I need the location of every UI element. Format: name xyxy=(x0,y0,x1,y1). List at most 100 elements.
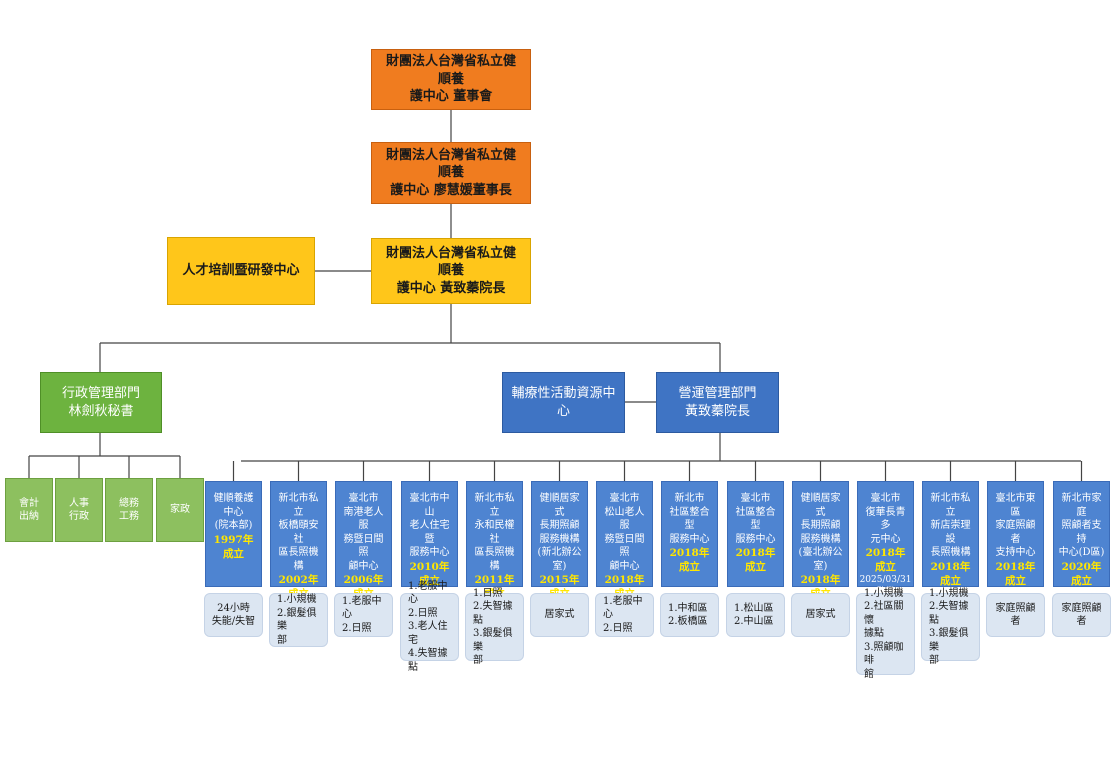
ops-unit-name-line: 板橋頤安社 xyxy=(278,520,319,545)
ops-unit-services-8: 1.中和區 2.板橋區 xyxy=(660,593,719,637)
ops-unit-name-line: 服務中心 xyxy=(409,547,450,558)
chair-line2: 護中心 廖慧媛董事長 xyxy=(390,182,512,198)
ops-unit-name-line: 南港老人服 xyxy=(343,506,384,532)
ops-unit-name-line: 區長照機構 xyxy=(278,547,319,572)
ops-unit-service-line: 1.日照 xyxy=(473,587,503,599)
ops-unit-service-line: 2.失智據點 xyxy=(473,601,513,626)
ops-unit-name-line: 新北市家庭 xyxy=(1061,493,1102,518)
ops-unit-name-line: 顧中心 xyxy=(348,560,379,572)
chair-line1: 財團法人台灣省私立健順養 xyxy=(385,147,516,181)
ops-unit-3: 臺北市南港老人服務暨日間照顧中心2006年成立 xyxy=(335,481,392,600)
ops-unit-name-line: 務暨日間照 xyxy=(343,533,384,559)
ops-unit-name-line: 支持中心 xyxy=(995,547,1036,558)
ops-unit-service-line: 24小時 xyxy=(217,602,250,614)
ops-unit-service-line: 1.小規機 xyxy=(929,587,969,599)
ops-unit-5: 新北市私立永和民權社區長照機構2011年成立 xyxy=(466,481,523,600)
ops-unit-service-line: 部 xyxy=(473,655,483,666)
ops-unit-service-line: 3.老人住宅 xyxy=(408,621,448,646)
training-center: 人才培訓暨研發中心 xyxy=(167,237,315,305)
ops-unit-service-line: 1.老服中心 xyxy=(603,595,643,621)
board-line2: 護中心 董事會 xyxy=(409,89,493,105)
ops-unit-name-line: 服務中心 xyxy=(735,533,776,545)
ops-unit-name-line: 長照機構 xyxy=(930,547,971,558)
ops-unit-name-line: 中心 xyxy=(223,506,244,518)
admin-unit-general-affairs: 總務 工務 xyxy=(105,478,153,542)
ops-unit-name-line: 新北市私立 xyxy=(474,493,515,518)
ops-unit-name-line: 新北市私立 xyxy=(930,493,971,518)
ops-unit-service-line: 館 xyxy=(864,668,874,680)
ops-unit-name-line: 臺北市 xyxy=(870,493,901,504)
ops-unit-name-line: 健順居家式 xyxy=(539,493,580,518)
ops-unit-1: 健順養護中心(院本部)1997年成立 xyxy=(205,481,262,587)
ops-unit-service-line: 1.老服中心 xyxy=(342,595,382,621)
director: 財團法人台灣省私立健順養 護中心 黃致蓁院長 xyxy=(371,238,531,304)
ops-unit-service-line: 2.失智據點 xyxy=(929,601,969,626)
ops-unit-name-line: 老人住宅暨 xyxy=(409,520,450,545)
ops-unit-service-line: 2.中山區 xyxy=(734,616,774,627)
ops-unit-service-line: 2.日照 xyxy=(342,622,372,634)
ops-unit-name-line: 永和民權社 xyxy=(474,520,515,545)
ops-unit-service-line: 1.小規機 xyxy=(864,587,904,599)
ops-unit-year: 2020年成立 xyxy=(1061,560,1102,587)
ops-unit-services-9: 1.松山區 2.中山區 xyxy=(726,593,785,637)
ops-unit-4: 臺北市中山老人住宅暨服務中心 2010年成立 xyxy=(401,481,458,587)
rehab-activity-center: 輔療性活動資源中心 xyxy=(502,372,625,433)
ops-unit-service-line: 部 xyxy=(929,655,939,666)
ops-unit-name-line: 社區整合型 xyxy=(669,506,710,532)
ops-unit-name-line: 長期照顧 xyxy=(800,520,841,531)
ops-unit-name-line: 務暨日間照 xyxy=(604,533,645,559)
ops-unit-service-line: 3.銀髮俱樂 xyxy=(929,628,969,653)
ops-unit-services-13: 家庭照顧者 xyxy=(986,593,1045,637)
ops-unit-year: 2018年成立 xyxy=(669,547,710,574)
ops-dept-line2: 黃致蓁院長 xyxy=(684,403,750,419)
ops-unit-name-line: 元中心 xyxy=(870,533,901,545)
ops-unit-name-line: 健順居家式 xyxy=(800,493,841,518)
ops-unit-services-6: 居家式 xyxy=(530,593,589,637)
ops-unit-service-line: 4.失智據點 xyxy=(408,648,448,673)
admin-dept-line2: 林劍秋秘書 xyxy=(68,403,134,419)
ops-unit-service-line: 居家式 xyxy=(544,609,575,621)
chairperson: 財團法人台灣省私立健順養 護中心 廖慧媛董事長 xyxy=(371,142,531,204)
ops-unit-name-line: 松山老人服 xyxy=(604,506,645,532)
director-line2: 護中心 黃致蓁院長 xyxy=(396,280,506,296)
ops-unit-14: 新北市家庭照顧者支持中心(D區)2020年成立 xyxy=(1053,481,1110,587)
ops-unit-name-line: 臺北市中山 xyxy=(409,493,450,518)
training-center-label: 人才培訓暨研發中心 xyxy=(182,263,300,279)
ops-unit-service-line: 2.日照 xyxy=(603,622,633,634)
ops-unit-service-line: 3.銀髮俱樂 xyxy=(473,628,513,653)
ops-unit-year: 1997年成立 xyxy=(213,533,254,560)
ops-unit-year: 2010年成立 xyxy=(409,560,450,587)
ops-dept-line1: 營運管理部門 xyxy=(678,385,757,401)
board-line1: 財團法人台灣省私立健順養 xyxy=(385,54,516,87)
ops-unit-year: 2018年成立 xyxy=(930,560,971,587)
ops-unit-name-line: (臺北辦公室) xyxy=(798,547,843,572)
admin-unit-accounting: 會計 出納 xyxy=(5,478,53,542)
ops-unit-service-line: 1.中和區 xyxy=(668,602,708,614)
ops-unit-name-line: (院本部) xyxy=(214,520,253,531)
ops-unit-2: 新北市私立板橋頤安社區長照機構2002年成立 xyxy=(270,481,327,600)
ops-unit-name-line: (新北辦公室) xyxy=(537,547,582,572)
ops-unit-service-line: 3.照顧咖啡 xyxy=(864,641,904,667)
ops-unit-name-line: 家庭照顧者 xyxy=(995,520,1036,545)
admin-dept-line1: 行政管理部門 xyxy=(61,385,140,401)
admin-unit-housekeeping: 家政 xyxy=(156,478,204,542)
ops-unit-service-line: 家庭照顧者 xyxy=(1061,602,1102,628)
ops-unit-service-line: 2.日照 xyxy=(408,607,438,619)
ops-unit-service-line: 失能/失智 xyxy=(211,616,256,627)
ops-unit-service-line: 2.板橋區 xyxy=(668,616,708,627)
ops-unit-name-line: 服務機構 xyxy=(800,533,841,545)
ops-unit-service-line: 據點 xyxy=(864,628,884,640)
ops-unit-year: 2018年成立 xyxy=(865,547,906,574)
ops-unit-service-line: 1.松山區 xyxy=(734,602,774,614)
ops-unit-name-line: 復華長青多 xyxy=(865,506,906,532)
ops-unit-service-line: 部 xyxy=(277,634,287,646)
